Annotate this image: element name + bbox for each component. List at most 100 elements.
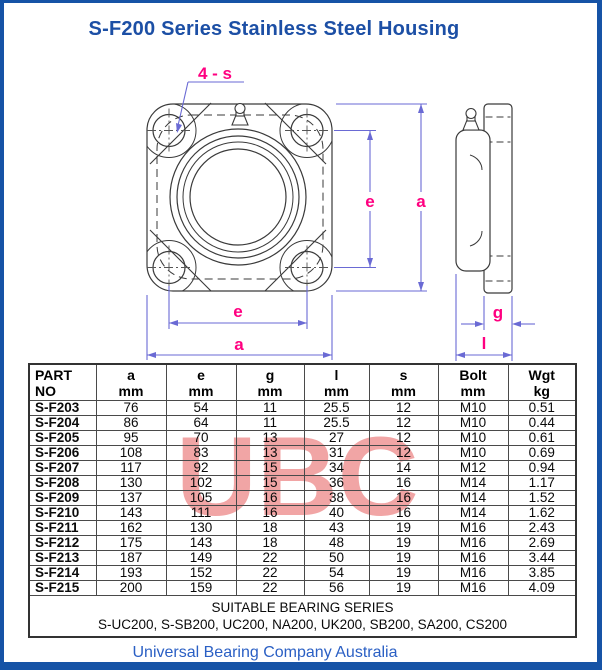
label-a-horizontal: a xyxy=(234,335,244,354)
value-cell: 25.5 xyxy=(303,400,370,416)
value-cell: 18 xyxy=(235,535,305,551)
value-cell: 70 xyxy=(165,430,237,446)
label-e-vertical: e xyxy=(365,192,374,211)
value-cell: 159 xyxy=(165,580,237,596)
value-cell: 143 xyxy=(95,505,167,521)
value-cell: 16 xyxy=(235,505,305,521)
value-cell: 15 xyxy=(235,475,305,491)
part-no-cell: S-F203 xyxy=(28,400,97,416)
front-view xyxy=(146,102,333,292)
value-cell: 162 xyxy=(95,520,167,536)
value-cell: 2.43 xyxy=(507,520,577,536)
value-cell: 34 xyxy=(303,460,370,476)
value-cell: 19 xyxy=(368,520,439,536)
bolt-hole-bosses xyxy=(147,104,332,291)
dimension-arrowheads xyxy=(147,104,521,358)
grease-nipple-icon xyxy=(231,102,249,126)
flange-outline xyxy=(146,103,333,292)
part-no-cell: S-F211 xyxy=(28,520,97,536)
footer-text: Universal Bearing Company Australia xyxy=(132,644,398,661)
value-cell: 16 xyxy=(368,475,439,491)
value-cell: 86 xyxy=(95,415,167,431)
value-cell: 19 xyxy=(368,550,439,566)
body-outline-dashed xyxy=(156,114,324,280)
part-no-cell: S-F204 xyxy=(28,415,97,431)
label-bolt-count: 4 - s xyxy=(198,64,232,83)
label-l: l xyxy=(482,334,487,353)
value-cell: 16 xyxy=(235,490,305,506)
value-cell: 36 xyxy=(303,475,370,491)
value-cell: 16 xyxy=(368,505,439,521)
side-housing-body xyxy=(455,129,491,272)
value-cell: M12 xyxy=(437,460,509,476)
suitable-series-list: S-UC200, S-SB200, UC200, NA200, UK200, S… xyxy=(28,616,577,638)
value-cell: 117 xyxy=(95,460,167,476)
suitable-series-list-row: S-UC200, S-SB200, UC200, NA200, UK200, S… xyxy=(28,616,577,638)
value-cell: M16 xyxy=(437,565,509,581)
value-cell: M16 xyxy=(437,550,509,566)
value-cell: 25.5 xyxy=(303,415,370,431)
value-cell: 43 xyxy=(303,520,370,536)
value-cell: 48 xyxy=(303,535,370,551)
value-cell: 149 xyxy=(165,550,237,566)
value-cell: 12 xyxy=(368,415,439,431)
value-cell: 0.51 xyxy=(507,400,577,416)
value-cell: 13 xyxy=(235,445,305,461)
suitable-series-title-row: SUITABLE BEARING SERIES xyxy=(28,595,577,616)
value-cell: 31 xyxy=(303,445,370,461)
value-cell: 3.44 xyxy=(507,550,577,566)
value-cell: M16 xyxy=(437,580,509,596)
value-cell: 152 xyxy=(165,565,237,581)
value-cell: 130 xyxy=(95,475,167,491)
value-cell: 76 xyxy=(95,400,167,416)
value-cell: 111 xyxy=(165,505,237,521)
value-cell: 12 xyxy=(368,430,439,446)
value-cell: 27 xyxy=(303,430,370,446)
value-cell: M14 xyxy=(437,505,509,521)
value-cell: 187 xyxy=(95,550,167,566)
part-no-cell: S-F205 xyxy=(28,430,97,446)
suitable-series-title: SUITABLE BEARING SERIES xyxy=(28,595,577,616)
value-cell: 56 xyxy=(303,580,370,596)
value-cell: 1.62 xyxy=(507,505,577,521)
part-no-cell: S-F209 xyxy=(28,490,97,506)
grease-nipple-side-icon xyxy=(462,107,480,131)
value-cell: 50 xyxy=(303,550,370,566)
value-cell: 1.52 xyxy=(507,490,577,506)
value-cell: 13 xyxy=(235,430,305,446)
part-no-cell: S-F206 xyxy=(28,445,97,461)
value-cell: M16 xyxy=(437,520,509,536)
side-body-lips xyxy=(469,154,483,247)
part-no-cell: S-F210 xyxy=(28,505,97,521)
value-cell: 4.09 xyxy=(507,580,577,596)
value-cell: 108 xyxy=(95,445,167,461)
value-cell: M10 xyxy=(437,445,509,461)
label-e-horizontal: e xyxy=(233,302,242,321)
value-cell: 83 xyxy=(165,445,237,461)
value-cell: 12 xyxy=(368,445,439,461)
part-no-cell: S-F208 xyxy=(28,475,97,491)
part-no-cell: S-F207 xyxy=(28,460,97,476)
page-title: S-F200 Series Stainless Steel Housing xyxy=(88,18,460,40)
value-cell: 92 xyxy=(165,460,237,476)
value-cell: 11 xyxy=(235,415,305,431)
value-cell: 0.61 xyxy=(507,430,577,446)
corner-gussets xyxy=(149,102,327,292)
value-cell: 16 xyxy=(368,490,439,506)
value-cell: 193 xyxy=(95,565,167,581)
value-cell: 0.69 xyxy=(507,445,577,461)
value-cell: 3.85 xyxy=(507,565,577,581)
